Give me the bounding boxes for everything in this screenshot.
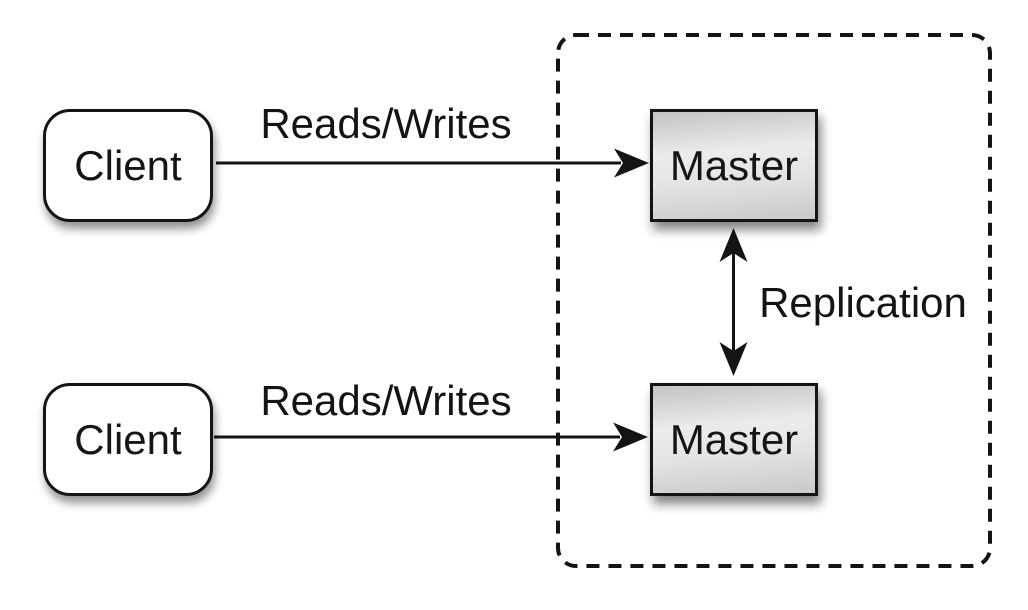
client-node-top-label: Client — [74, 141, 182, 189]
reads-writes-label-top: Reads/Writes — [260, 100, 512, 147]
master-node-bottom: Master — [650, 383, 818, 496]
replication-label: Replication — [759, 279, 967, 326]
reads-writes-label-bottom: Reads/Writes — [260, 377, 512, 424]
master-node-top: Master — [650, 109, 818, 222]
replication-arrow — [719, 228, 748, 376]
client-node-bottom-label: Client — [74, 415, 182, 463]
replication-zone-border — [556, 33, 992, 568]
client-node-bottom: Client — [43, 383, 213, 496]
reads-writes-arrow-bottom — [214, 422, 648, 452]
master-node-bottom-label: Master — [669, 415, 799, 463]
reads-writes-arrow-top — [216, 148, 649, 178]
client-node-top: Client — [43, 109, 213, 222]
master-node-top-label: Master — [669, 141, 799, 189]
